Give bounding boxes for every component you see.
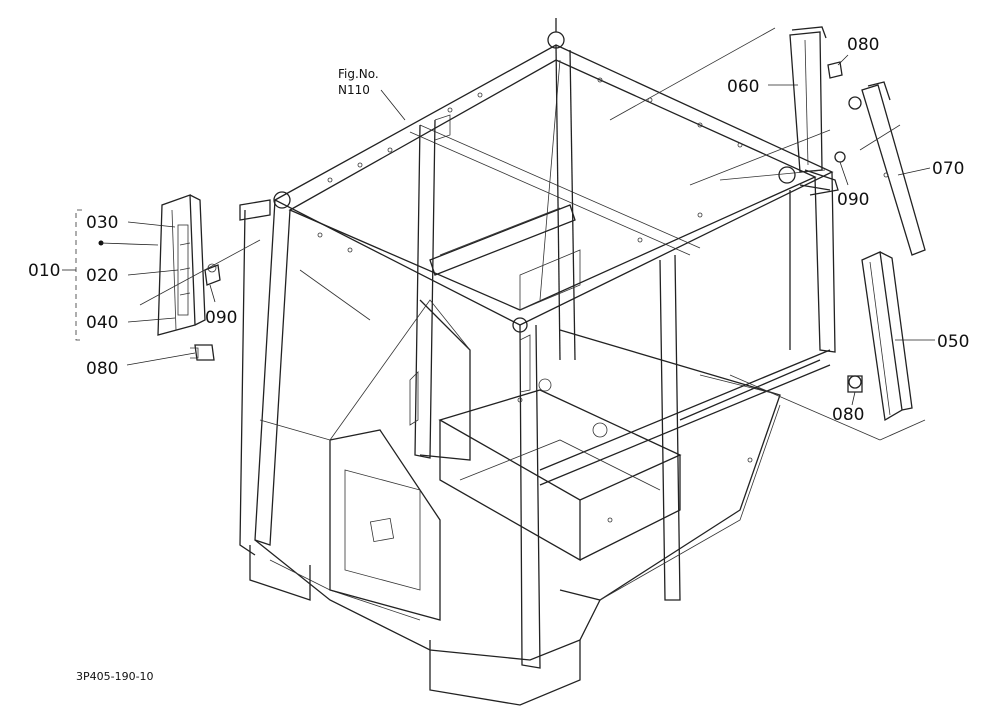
- part-070-strip: [861, 81, 926, 256]
- callout-020: 020: [86, 266, 118, 286]
- figure-ref-line1: Fig.No.: [338, 67, 379, 81]
- figure-ref-line2: N110: [338, 83, 370, 97]
- callout-090-left: 090: [205, 308, 237, 328]
- callout-080-top: 080: [847, 35, 879, 55]
- callout-030: 030: [86, 213, 118, 233]
- guide-lines: [139, 27, 926, 441]
- part-050-bracket: [847, 251, 913, 422]
- callout-060: 060: [727, 77, 759, 97]
- leader-lines: [62, 54, 935, 406]
- callout-080-left: 080: [86, 359, 118, 379]
- callout-070: 070: [932, 159, 964, 179]
- callout-090-top: 090: [837, 190, 869, 210]
- callout-labels: 010 030 020 040 080 090 060 080 070 090 …: [28, 35, 969, 683]
- callout-080-right: 080: [832, 405, 864, 425]
- callout-010: 010: [28, 261, 60, 281]
- cab-frame-drawing: [239, 18, 836, 706]
- callout-040: 040: [86, 313, 118, 333]
- callout-050: 050: [937, 332, 969, 352]
- drawing-code: 3P405-190-10: [76, 670, 154, 683]
